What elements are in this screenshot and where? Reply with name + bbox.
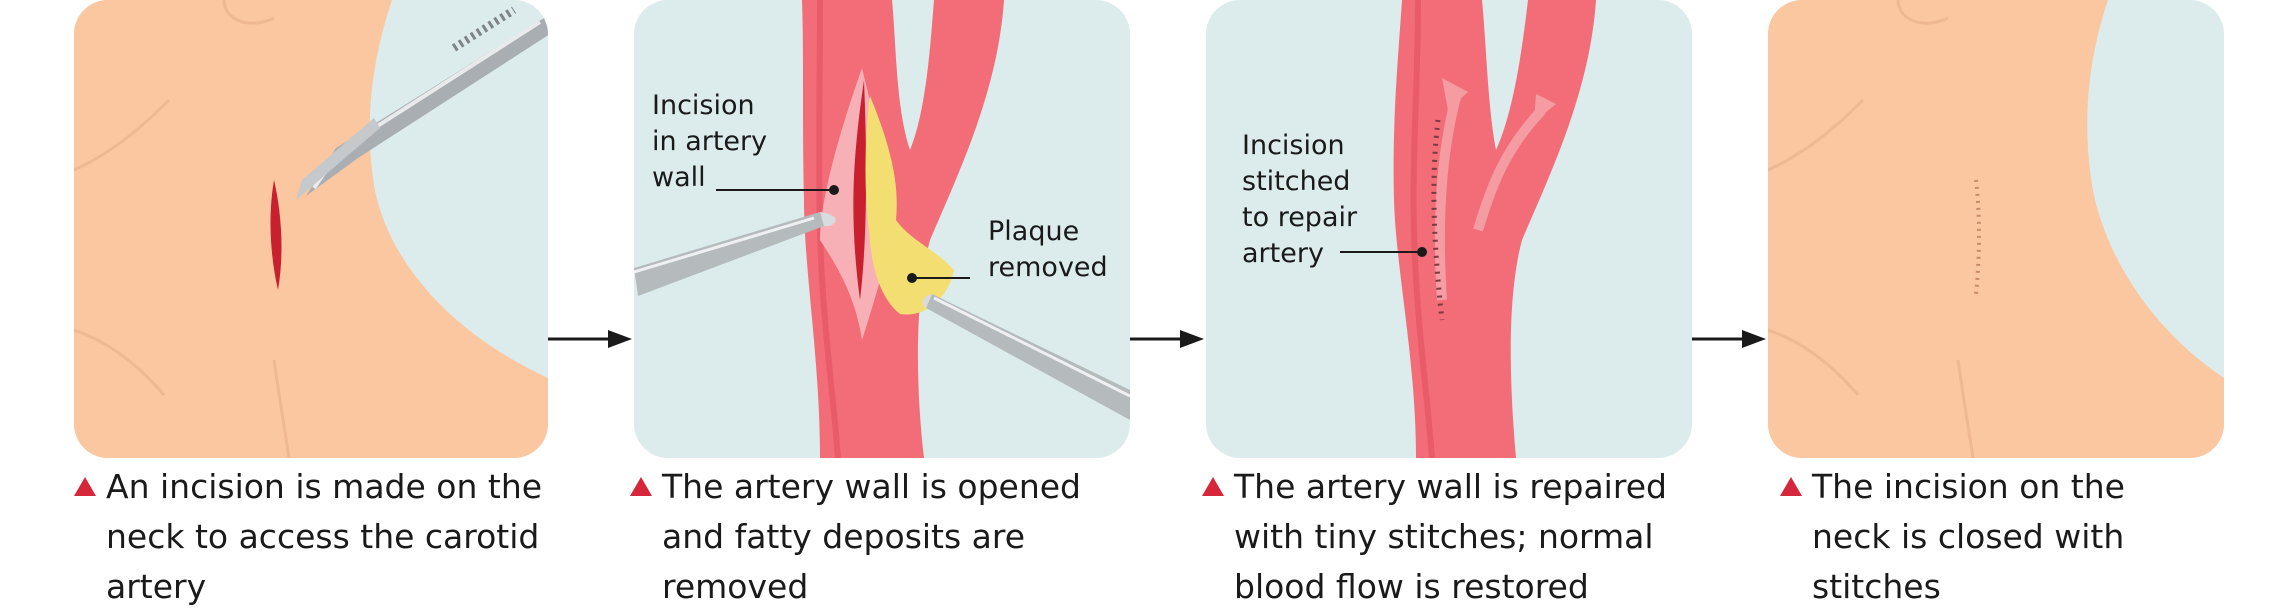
forceps-icon — [296, 6, 548, 200]
blood-flow-arrows — [1434, 78, 1556, 301]
arrow-right-icon — [1130, 330, 1204, 348]
step2-caption: The artery wall is opened and fatty depo… — [630, 462, 1100, 612]
step3-caption-text: The artery wall is repaired with tiny st… — [1234, 467, 1667, 606]
label-plaque-line2: removed — [988, 252, 1108, 283]
stitched-incision-label: Incision stitched to repair artery — [1242, 130, 1427, 269]
step3-illustration: Incision stitched to repair artery — [1206, 0, 1692, 458]
bullet-triangle-icon — [74, 477, 96, 496]
stitches — [1431, 119, 1445, 321]
bullet-triangle-icon — [1202, 477, 1224, 496]
label-stitched-line4: artery — [1242, 238, 1324, 269]
arrow-right-icon — [548, 330, 632, 348]
step1-illustration — [74, 0, 548, 458]
label-stitched-line3: to repair — [1242, 202, 1358, 233]
label-incision-line2: in artery — [652, 126, 767, 157]
incision-label: Incision in artery wall — [652, 90, 839, 195]
step2-illustration: Incision in artery wall Plaque removed — [634, 0, 1130, 458]
label-incision-line3: wall — [652, 162, 706, 193]
step1-caption-text: An incision is made on the neck to acces… — [106, 467, 543, 606]
step4-caption-text: The incision on the neck is closed with … — [1812, 467, 2125, 606]
label-incision-line1: Incision — [652, 90, 755, 121]
label-stitched-line2: stitched — [1242, 166, 1350, 197]
step4-caption: The incision on the neck is closed with … — [1780, 462, 2160, 612]
step3-caption: The artery wall is repaired with tiny st… — [1202, 462, 1672, 612]
step1-caption: An incision is made on the neck to acces… — [74, 462, 544, 612]
bullet-triangle-icon — [1780, 477, 1802, 496]
forceps-left-icon — [634, 212, 836, 296]
label-stitched-line1: Incision — [1242, 130, 1345, 161]
plaque-label: Plaque removed — [907, 216, 1108, 283]
step2-caption-text: The artery wall is opened and fatty depo… — [662, 467, 1081, 606]
plaque — [865, 96, 954, 315]
label-plaque-line1: Plaque — [988, 216, 1079, 247]
arrow-right-icon — [1692, 330, 1766, 348]
neck-incision — [270, 180, 282, 290]
repaired-artery — [1393, 0, 1596, 458]
forceps-right-icon — [922, 294, 1130, 420]
step4-illustration — [1768, 0, 2224, 458]
bullet-triangle-icon — [630, 477, 652, 496]
